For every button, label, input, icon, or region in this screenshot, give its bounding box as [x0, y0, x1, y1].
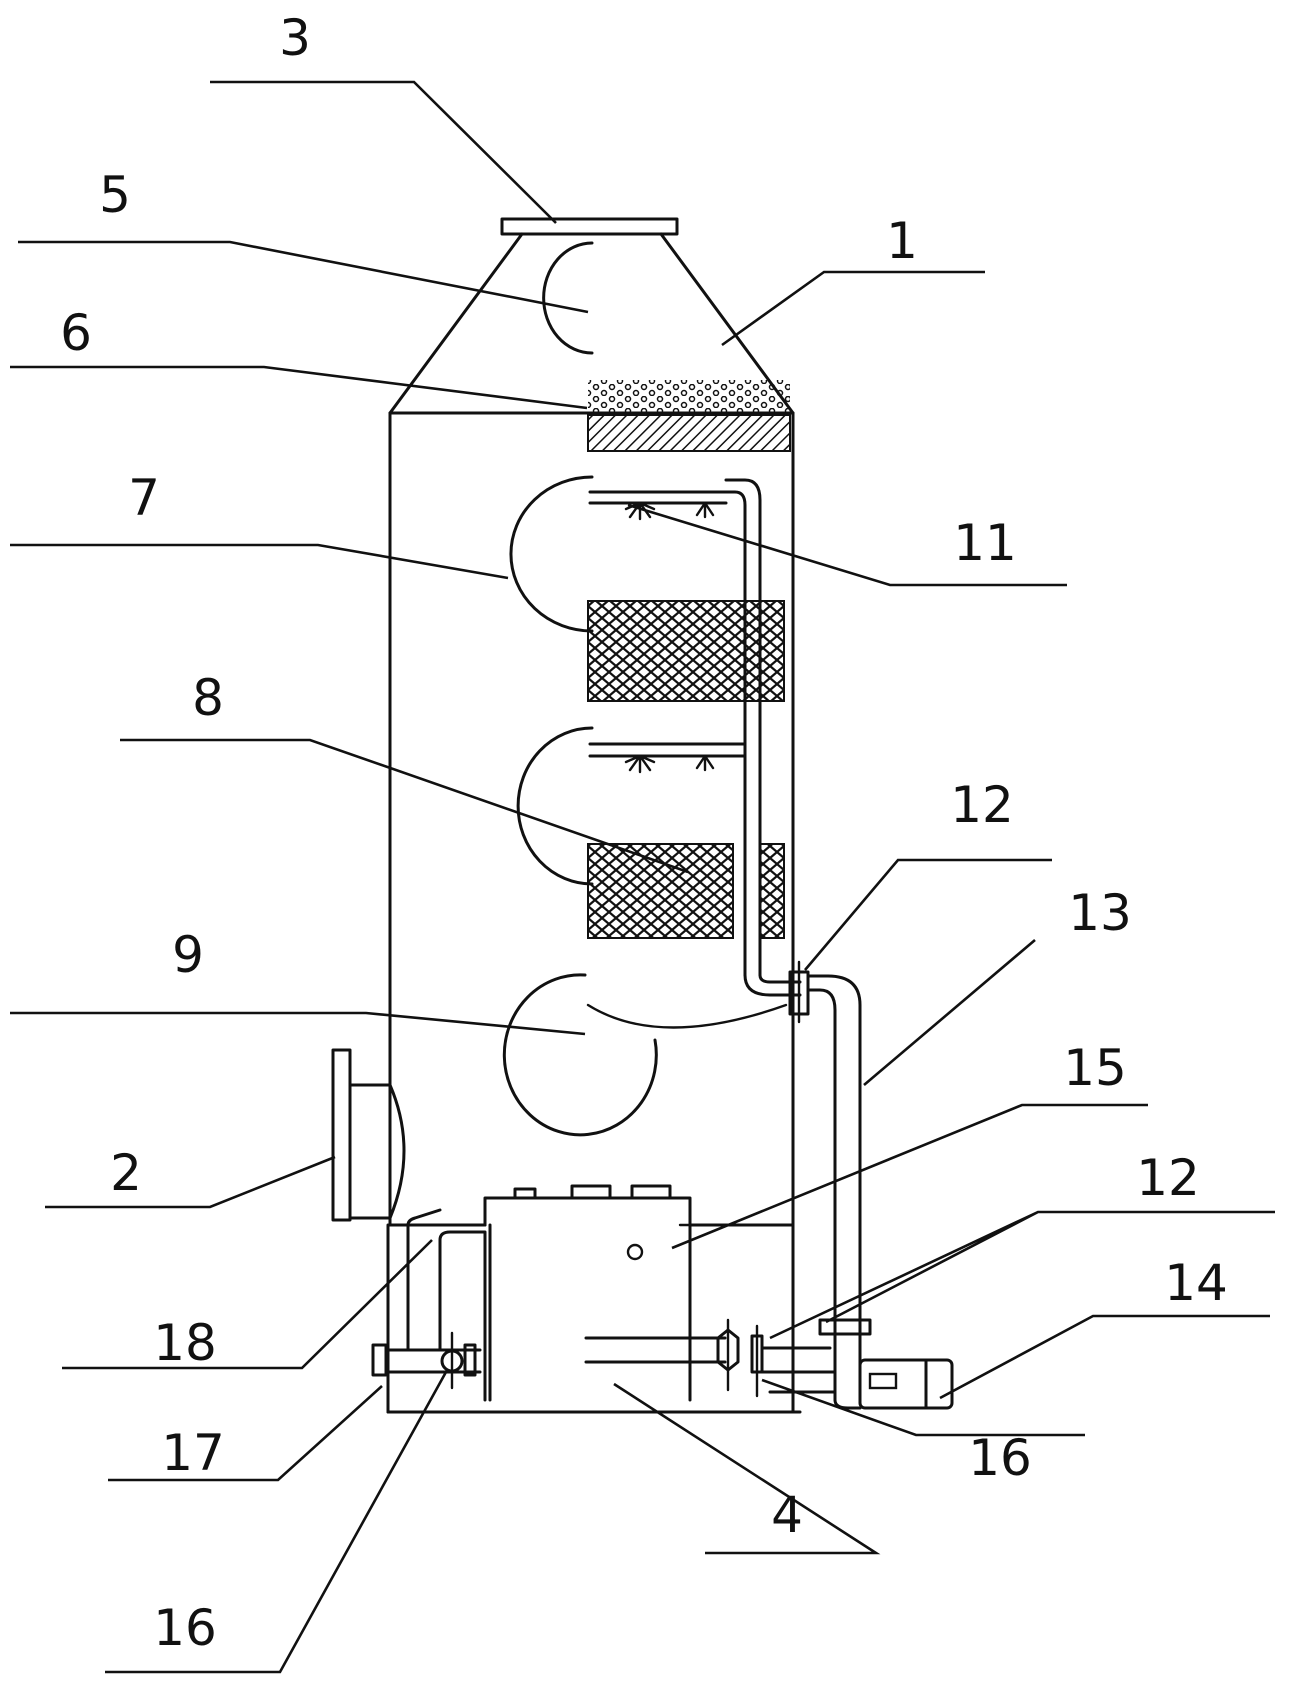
part-labels: 3 1 5 6 7 11 8 12 13 9 15 12 2 14 18 16 …: [60, 9, 1228, 1657]
label-16-right: 16: [968, 1429, 1032, 1487]
label-6: 6: [60, 304, 92, 362]
gas-inlet-swirl: [502, 973, 658, 1137]
label-7: 7: [128, 469, 160, 527]
label-15: 15: [1063, 1039, 1127, 1097]
packing-bed-upper: [587, 600, 785, 702]
gas-inlet: [331, 1048, 406, 1222]
label-3: 3: [279, 9, 311, 67]
label-16-left: 16: [153, 1599, 217, 1657]
leader-lines: [10, 80, 1275, 1674]
pebble-bed: [588, 380, 790, 412]
tower-shell: [388, 411, 795, 1414]
external-pipe: [806, 974, 862, 1404]
riser-pipe: [724, 478, 802, 997]
label-2: 2: [110, 1144, 142, 1202]
pipe-flange: [818, 1318, 872, 1336]
label-18: 18: [153, 1314, 217, 1372]
label-8: 8: [192, 669, 224, 727]
upper-baffle: [509, 475, 594, 633]
label-14: 14: [1164, 1254, 1228, 1312]
middle-baffle: [516, 726, 594, 886]
top-baffle: [542, 241, 594, 355]
label-12-lower: 12: [1136, 1149, 1200, 1207]
label-11: 11: [953, 514, 1017, 572]
label-13: 13: [1068, 884, 1132, 942]
sump-tank: [386, 1184, 802, 1414]
drain-valve-left: [371, 1331, 482, 1390]
label-5: 5: [99, 166, 131, 224]
label-12-upper: 12: [950, 776, 1014, 834]
label-9: 9: [172, 926, 204, 984]
outlet-flange: [500, 217, 679, 236]
hatched-layer: [587, 414, 791, 452]
pump-discharge: [584, 1318, 832, 1398]
label-4: 4: [771, 1486, 803, 1544]
riser-valve: [788, 960, 810, 1024]
label-17: 17: [161, 1424, 225, 1482]
pump-motor: [833, 1358, 954, 1410]
packing-bed-lower: [587, 843, 734, 939]
spray-header-lower: [588, 742, 737, 774]
label-1: 1: [886, 212, 918, 270]
overflow-pipe: [406, 1208, 487, 1402]
